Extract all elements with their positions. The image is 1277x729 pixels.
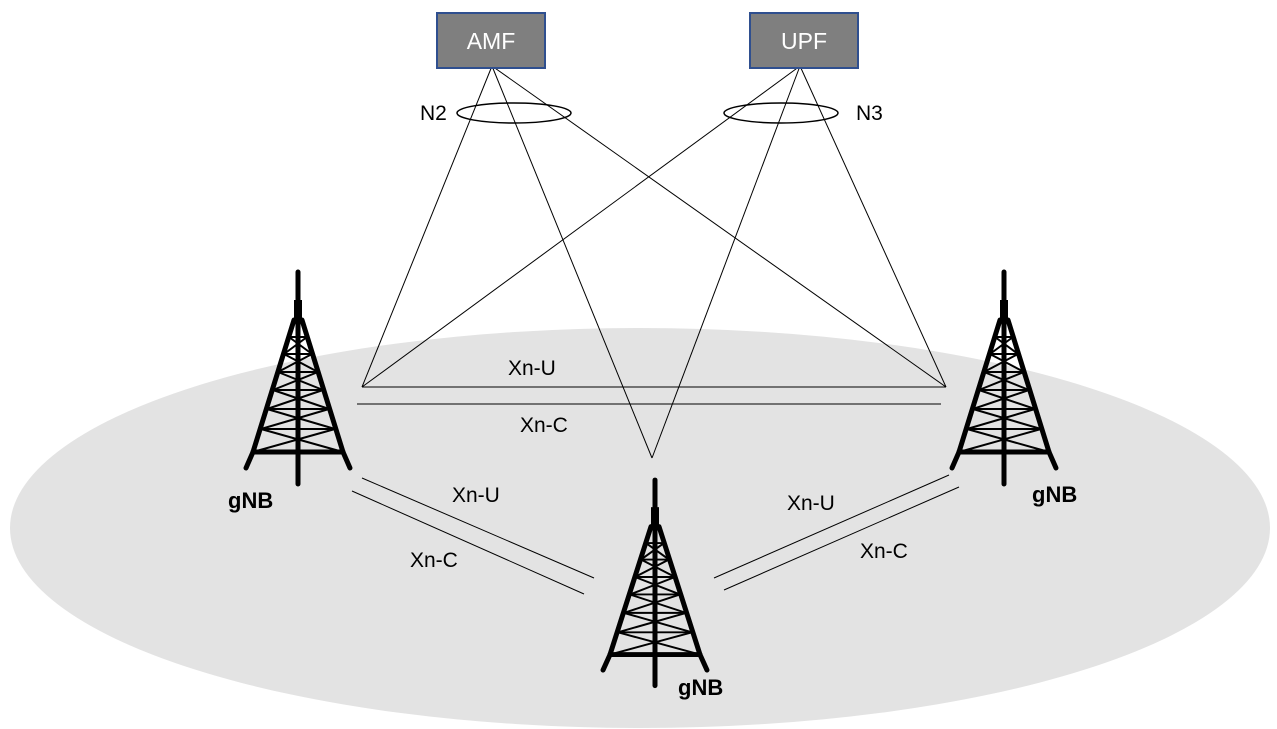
gnb-bottom-label: gNB [678, 675, 723, 700]
amf-node[interactable]: AMF [436, 12, 546, 69]
gnb-right-label: gNB [1032, 482, 1077, 507]
left-xn-c-label: Xn-C [410, 549, 458, 572]
top-xn-u-label: Xn-U [508, 357, 556, 380]
n3-bundle-ellipse [723, 102, 839, 124]
upf-node[interactable]: UPF [749, 12, 859, 69]
right-xn-u-label: Xn-U [787, 492, 835, 515]
gnb-left-label: gNB [228, 488, 273, 513]
top-xn-link [357, 386, 946, 405]
upf-label: UPF [781, 28, 827, 54]
left-xn-link [351, 477, 595, 595]
n3-label: N3 [856, 102, 883, 125]
right-xn-link [713, 474, 960, 591]
n2-label: N2 [420, 102, 447, 125]
left-xn-u-label: Xn-U [452, 484, 500, 507]
amf-label: AMF [467, 28, 516, 54]
coverage-area [10, 328, 1270, 728]
top-xn-c-label: Xn-C [520, 414, 568, 437]
right-xn-c-label: Xn-C [860, 540, 908, 563]
n2-bundle-ellipse [456, 102, 572, 124]
